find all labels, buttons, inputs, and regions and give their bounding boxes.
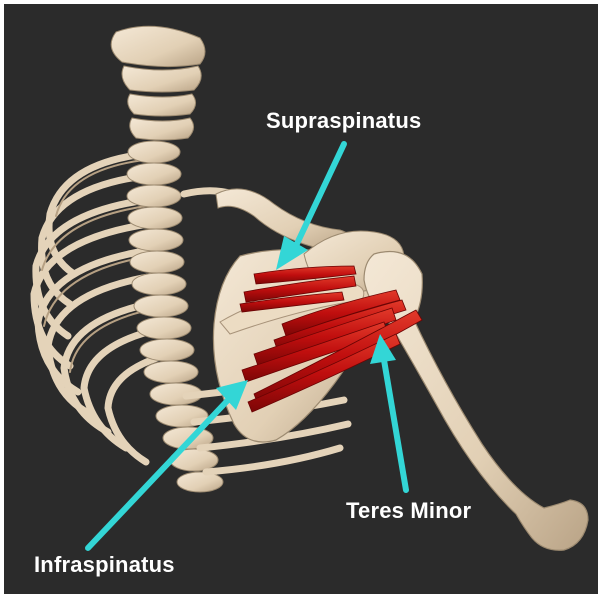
teres-minor-label: Teres Minor [346, 498, 471, 524]
shoulder-skeleton-illustration [4, 4, 598, 594]
cervical-spine [111, 26, 205, 140]
anatomy-figure: Supraspinatus Infraspinatus Teres Minor [4, 4, 598, 594]
infraspinatus-label: Infraspinatus [34, 552, 175, 578]
supraspinatus-label: Supraspinatus [266, 108, 421, 134]
arrow-icon [88, 380, 248, 548]
arrow-icon [370, 334, 406, 490]
